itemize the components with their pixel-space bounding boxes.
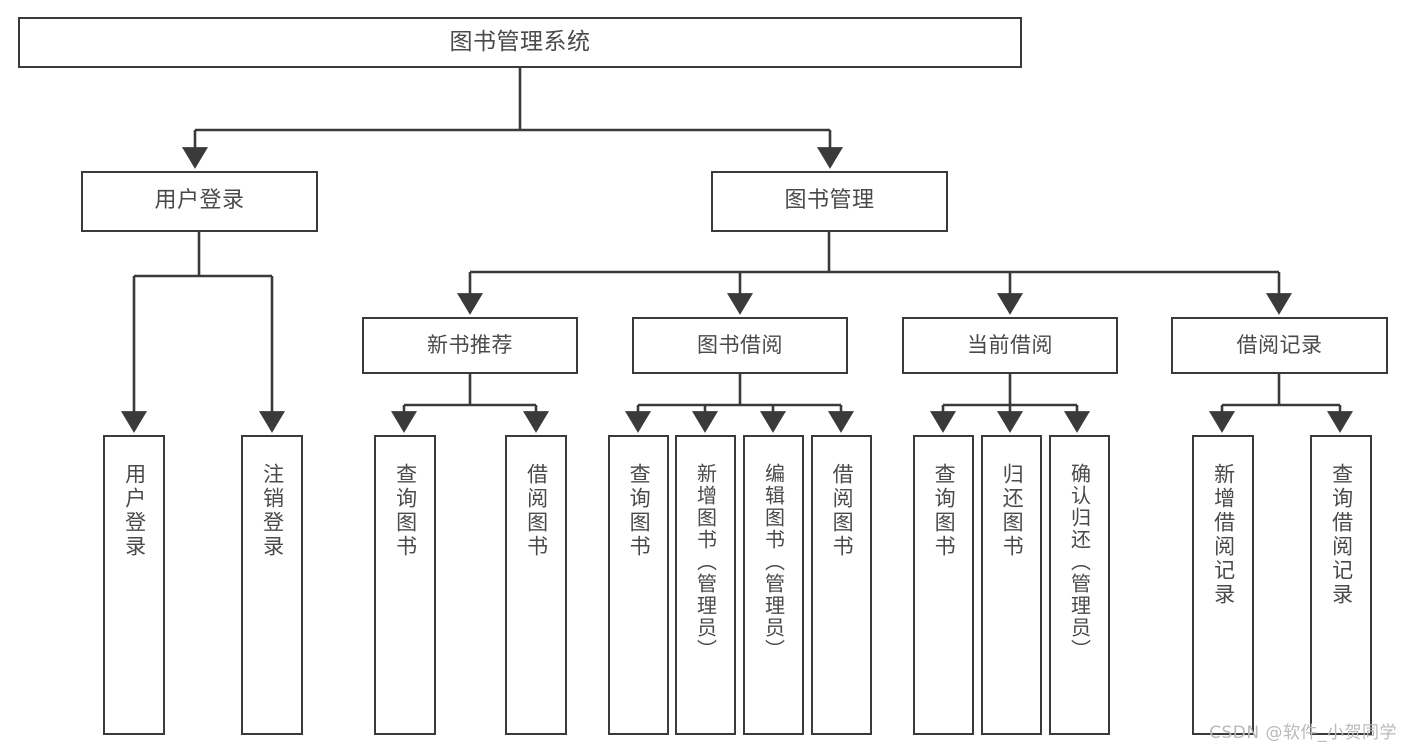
node-label: 查询图书	[393, 463, 418, 559]
leaf-borrow-record-query[interactable]: 查询借阅记录	[1310, 435, 1372, 735]
node-label: 用户登录	[122, 463, 147, 559]
node-current-borrow[interactable]: 当前借阅	[902, 317, 1118, 374]
node-label: 查询图书	[932, 463, 957, 559]
leaf-book-borrow-add[interactable]: 新增图书（管理员）	[675, 435, 736, 735]
node-user-login[interactable]: 用户登录	[81, 171, 318, 232]
node-borrow-record[interactable]: 借阅记录	[1171, 317, 1388, 374]
node-label: 查询图书	[627, 463, 652, 559]
node-book-borrow[interactable]: 图书借阅	[632, 317, 848, 374]
node-label: 当前借阅	[967, 332, 1053, 357]
node-label: 新书推荐	[427, 332, 513, 357]
leaf-current-borrow-confirm-return[interactable]: 确认归还（管理员）	[1049, 435, 1110, 735]
node-label: 图书管理	[784, 188, 875, 214]
node-new-book-recommend[interactable]: 新书推荐	[362, 317, 578, 374]
leaf-current-borrow-return[interactable]: 归还图书	[981, 435, 1042, 735]
node-label: 图书借阅	[697, 332, 783, 357]
node-label: 查询借阅记录	[1329, 463, 1354, 607]
leaf-new-book-borrow[interactable]: 借阅图书	[505, 435, 567, 735]
leaf-new-book-query[interactable]: 查询图书	[374, 435, 436, 735]
leaf-user-login-login[interactable]: 用户登录	[103, 435, 165, 735]
leaf-user-login-logout[interactable]: 注销登录	[241, 435, 303, 735]
node-label: 归还图书	[1000, 463, 1025, 559]
node-label: 新增图书（管理员）	[693, 463, 718, 661]
node-book-management[interactable]: 图书管理	[711, 171, 948, 232]
node-label: 编辑图书（管理员）	[761, 463, 786, 661]
leaf-borrow-record-add[interactable]: 新增借阅记录	[1192, 435, 1254, 735]
leaf-book-borrow-query[interactable]: 查询图书	[608, 435, 669, 735]
leaf-current-borrow-query[interactable]: 查询图书	[913, 435, 974, 735]
csdn-watermark: CSDN @软件_小贺同学	[1209, 723, 1397, 743]
node-label: 用户登录	[154, 188, 245, 214]
leaf-book-borrow-borrow[interactable]: 借阅图书	[811, 435, 872, 735]
node-label: 确认归还（管理员）	[1067, 463, 1092, 661]
node-label: 借阅记录	[1236, 332, 1323, 357]
node-label: 注销登录	[260, 463, 285, 559]
leaf-book-borrow-edit[interactable]: 编辑图书（管理员）	[743, 435, 804, 735]
node-label: 借阅图书	[524, 463, 549, 559]
node-label: 借阅图书	[830, 463, 855, 559]
node-root-system[interactable]: 图书管理系统	[18, 17, 1022, 68]
node-label: 图书管理系统	[449, 28, 591, 55]
node-label: 新增借阅记录	[1211, 463, 1236, 607]
